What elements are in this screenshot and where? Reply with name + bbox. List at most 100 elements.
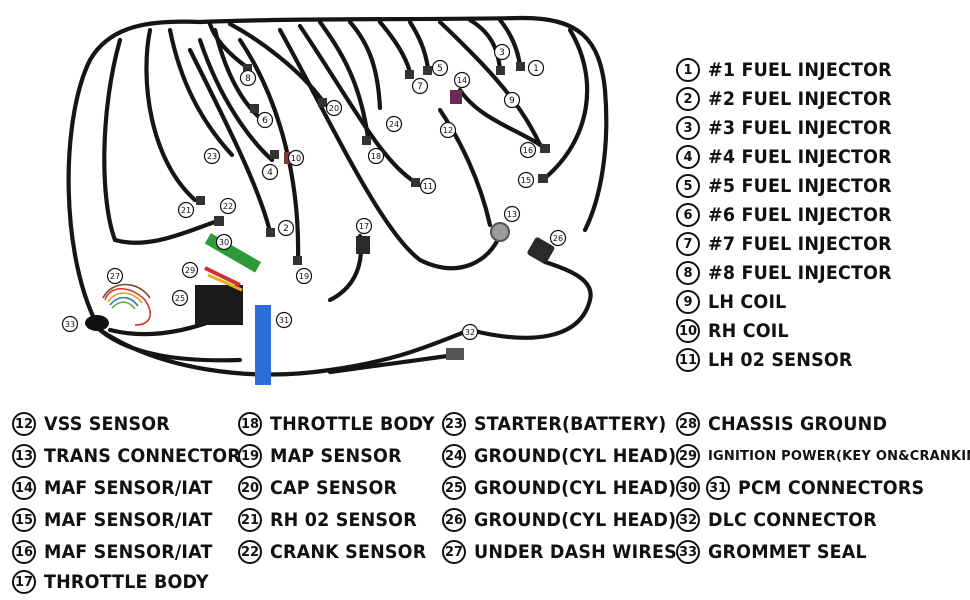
- legend-number: 1: [676, 58, 700, 82]
- legend-number: 13: [12, 444, 36, 468]
- legend-number: 11: [676, 348, 700, 372]
- wire-branch-22: [102, 37, 218, 245]
- legend-item: 9 LH COIL: [676, 290, 793, 314]
- wire-branch-24: [347, 19, 383, 111]
- legend-item: 8 #8 FUEL INJECTOR: [676, 261, 908, 285]
- legend-label: LH 02 SENSOR: [708, 349, 853, 371]
- legend-number: 31: [706, 476, 730, 500]
- legend-label: UNDER DASH WIRES: [474, 541, 677, 563]
- callout-15: 15: [517, 171, 535, 189]
- svg-text:13: 13: [507, 210, 517, 219]
- legend-number: 22: [238, 540, 262, 564]
- legend-number: 8: [676, 261, 700, 285]
- legend-number: 20: [238, 476, 262, 500]
- legend-number: 15: [12, 508, 36, 532]
- wire-branch-12: [437, 107, 493, 228]
- wire-branch-pcm-b: [97, 327, 243, 363]
- legend-label: #7 FUEL INJECTOR: [708, 233, 892, 255]
- wire-branch-16: [437, 19, 543, 148]
- legend-label: #1 FUEL INJECTOR: [708, 59, 892, 81]
- grommet-seal: [85, 315, 109, 331]
- callout-1: 1: [527, 59, 545, 77]
- legend-label: IGNITION POWER(KEY ON&CRANKING): [708, 448, 970, 464]
- wire-branch-18: [317, 19, 371, 141]
- callout-16: 16: [519, 141, 537, 159]
- svg-text:16: 16: [523, 146, 533, 155]
- svg-text:17: 17: [359, 222, 369, 231]
- callout-7: 7: [411, 77, 429, 95]
- legend-number: 3: [676, 116, 700, 140]
- svg-text:20: 20: [329, 104, 339, 113]
- legend-label: VSS SENSOR: [44, 413, 170, 435]
- wire-branch-21: [144, 27, 198, 203]
- legend-label: RH COIL: [708, 320, 789, 342]
- svg-text:23: 23: [207, 152, 217, 161]
- svg-text:19: 19: [299, 272, 309, 281]
- legend-number: 2: [676, 87, 700, 111]
- wire-branch-11: [297, 23, 418, 185]
- harness-wires: [66, 15, 609, 377]
- svg-text:5: 5: [437, 64, 443, 74]
- ground-connector-26: [527, 237, 555, 264]
- legend-item: 11 LH 02 SENSOR: [676, 348, 865, 372]
- trans-connector: [490, 222, 510, 242]
- legend-item: 2#2 FUEL INJECTOR: [676, 87, 908, 111]
- svg-text:26: 26: [553, 234, 563, 243]
- legend-label: CHASSIS GROUND: [708, 413, 888, 435]
- legend-number: 21: [238, 508, 262, 532]
- dlc-connector: [446, 348, 464, 360]
- svg-text:22: 22: [223, 202, 233, 211]
- svg-text:31: 31: [279, 316, 289, 325]
- wire-branch-5: [407, 19, 431, 71]
- legend-label: #4 FUEL INJECTOR: [708, 146, 892, 168]
- legend-label: GROUND(CYL HEAD): [474, 509, 677, 531]
- legend-label: TRANS CONNECTOR: [44, 445, 241, 467]
- callout-24: 24: [385, 115, 403, 133]
- legend-item: 26 GROUND(CYL HEAD): [442, 508, 694, 532]
- legend-label: RH 02 SENSOR: [270, 509, 417, 531]
- wire-branch-19: [237, 37, 301, 265]
- under-dash-wires: [102, 283, 151, 326]
- callout-31: 31: [275, 311, 293, 329]
- legend-item: 15 MAF SENSOR/IAT: [12, 508, 227, 532]
- legend-label: #3 FUEL INJECTOR: [708, 117, 892, 139]
- legend-label: STARTER(BATTERY): [474, 413, 667, 435]
- svg-text:1: 1: [533, 64, 539, 74]
- legend-number: 26: [442, 508, 466, 532]
- legend-label: #8 FUEL INJECTOR: [708, 262, 892, 284]
- legend-item: 4#4 FUEL INJECTOR: [676, 145, 908, 169]
- legend-number: 9: [676, 290, 700, 314]
- svg-text:7: 7: [417, 82, 423, 92]
- legend-label: LH COIL: [708, 291, 787, 313]
- svg-text:32: 32: [465, 328, 475, 337]
- svg-text:10: 10: [291, 154, 301, 163]
- wire-branch-3: [467, 17, 503, 73]
- wire-trunk-left: [66, 19, 203, 333]
- legend-item: 21 RH 02 SENSOR: [238, 508, 430, 532]
- svg-text:2: 2: [283, 224, 289, 234]
- pcm-connector-block: [195, 285, 243, 325]
- svg-text:25: 25: [175, 294, 185, 303]
- callout-11: 11: [419, 177, 437, 195]
- legend-number: 7: [676, 232, 700, 256]
- legend-number: 28: [676, 412, 700, 436]
- legend-label: MAF SENSOR/IAT: [44, 509, 213, 531]
- svg-text:21: 21: [181, 206, 191, 215]
- callout-6: 6: [256, 111, 274, 129]
- legend-item: 6#6 FUEL INJECTOR: [676, 203, 908, 227]
- legend-number: 25: [442, 476, 466, 500]
- legend-number: 32: [676, 508, 700, 532]
- svg-text:27: 27: [110, 272, 120, 281]
- maf-connector-14: [450, 90, 462, 104]
- legend-label: #5 FUEL INJECTOR: [708, 175, 892, 197]
- callout-2: 2: [277, 219, 295, 237]
